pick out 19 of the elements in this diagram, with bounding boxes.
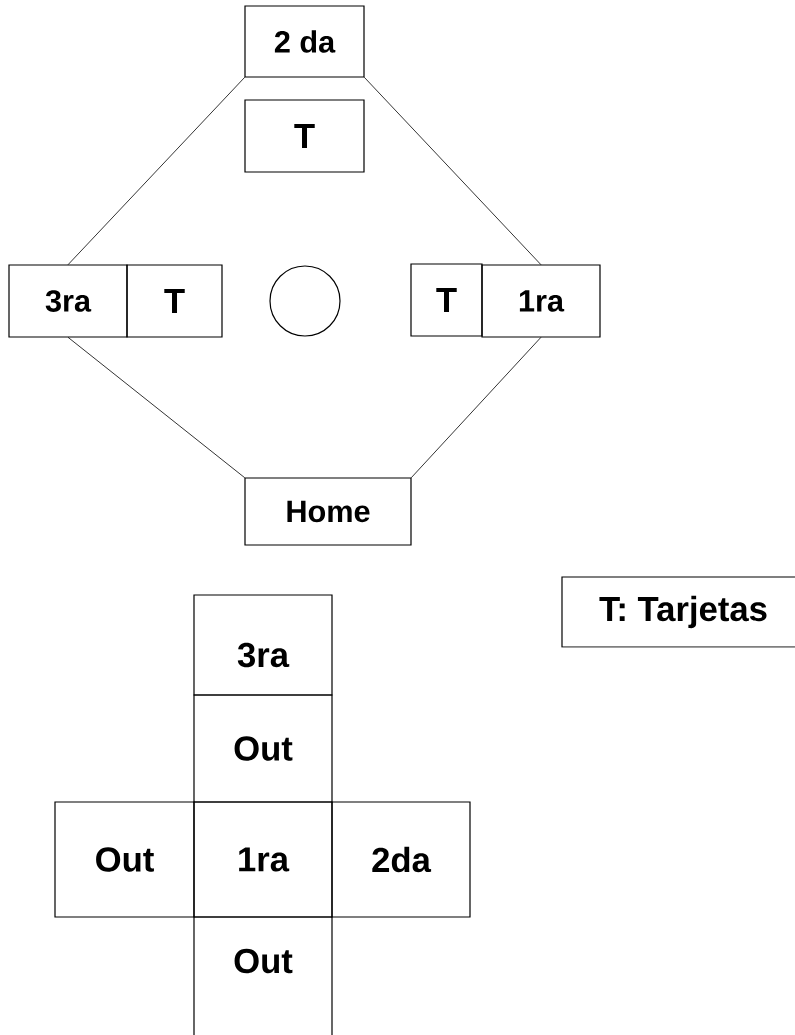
grid-cell: 1ra: [193, 801, 333, 918]
base-box: 3ra: [8, 264, 128, 338]
base-box: Home: [244, 477, 412, 546]
base-path-line: [67, 336, 246, 479]
base-box: 2 da: [244, 5, 365, 78]
base-path-line: [67, 76, 246, 266]
grid-cell: Out: [193, 694, 333, 803]
card-box: T: [410, 263, 483, 337]
card-box: T: [244, 99, 365, 173]
grid-cell: 2da: [331, 801, 471, 918]
grid-cell: Out: [54, 801, 195, 918]
base-path-line: [363, 76, 542, 266]
legend-box: T: Tarjetas: [561, 576, 795, 648]
grid-cell: 3ra: [193, 594, 333, 696]
base-box: 1ra: [481, 264, 601, 338]
mound-circle: [269, 265, 341, 337]
grid-cell: Out: [193, 916, 333, 1035]
card-box: T: [126, 264, 223, 338]
base-path-line: [410, 336, 542, 479]
